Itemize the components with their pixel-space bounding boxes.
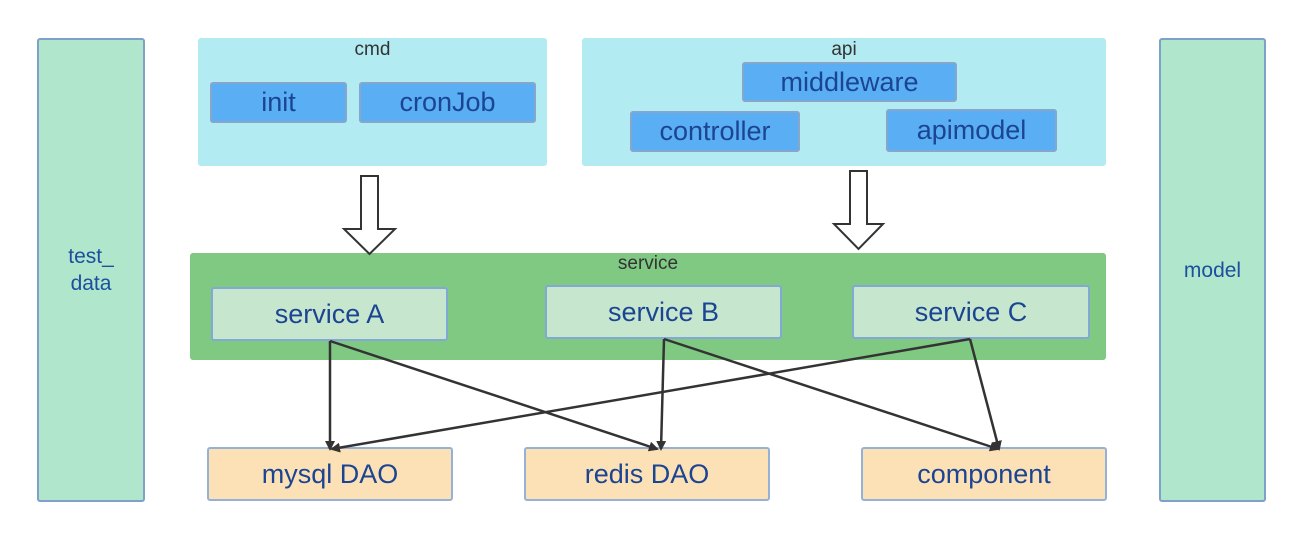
service-c-to-mysql-arrow <box>330 337 971 453</box>
mysql-dao-box: mysql DAO <box>207 447 453 501</box>
service-b-to-component-arrow <box>663 337 1000 452</box>
service-b-to-redis-arrow <box>656 338 667 451</box>
model-label: model <box>1183 258 1242 282</box>
test-data-box: test_ data <box>37 38 145 502</box>
middleware-box: middleware <box>742 62 957 102</box>
cronjob-box: cronJob <box>359 82 536 123</box>
controller-box: controller <box>630 111 800 152</box>
service-a-box: service A <box>211 287 448 341</box>
service-a-to-redis-arrow <box>329 339 659 452</box>
init-box: init <box>210 82 347 123</box>
cmd-to-service-arrow <box>341 175 398 256</box>
redis-dao-box: redis DAO <box>524 447 770 501</box>
test-data-label-line1: test_ <box>68 245 114 268</box>
service-title: service <box>617 253 679 274</box>
service-c-box: service C <box>852 285 1090 339</box>
cmd-title: cmd <box>354 39 391 60</box>
service-c-to-component-arrow <box>968 338 1002 451</box>
service-b-box: service B <box>545 285 782 339</box>
component-box: component <box>861 447 1107 501</box>
test-data-label-line2: data <box>70 272 112 295</box>
apimodel-box: apimodel <box>886 109 1057 152</box>
model-box: model <box>1159 38 1266 502</box>
api-to-service-arrow <box>831 170 886 251</box>
api-title: api <box>831 39 857 60</box>
